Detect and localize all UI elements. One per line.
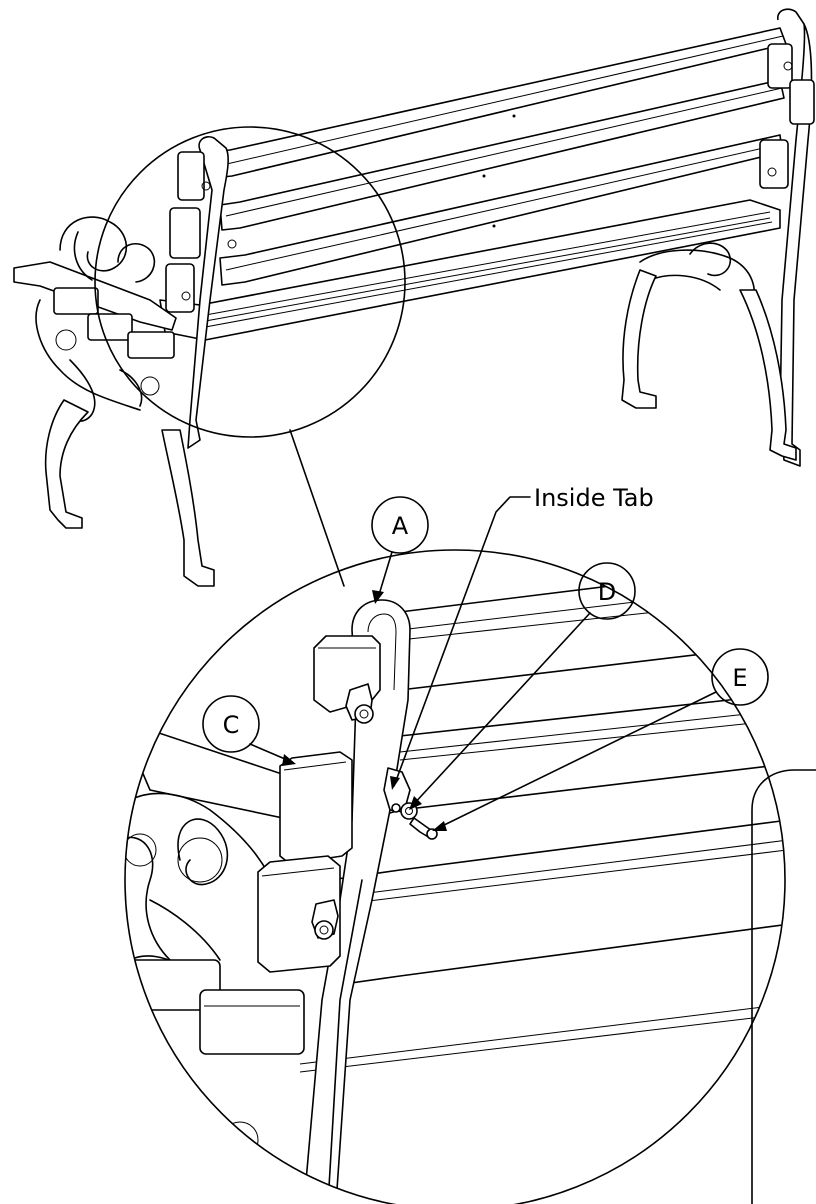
callout-a [371, 496, 429, 604]
inside-tab-label: Inside Tab [534, 484, 654, 512]
detail-enlarged-circle [124, 549, 786, 1204]
left-end-frame [13, 135, 237, 587]
callout-d [409, 562, 636, 810]
bench-overview [13, 8, 815, 587]
callout-c [202, 695, 296, 766]
detail-connector-line [289, 429, 345, 587]
callout-a-label: A [392, 512, 409, 540]
inside-tab-leader [390, 496, 531, 790]
page-frame-corner [751, 769, 816, 1204]
callout-e [432, 648, 769, 831]
callout-e-label: E [732, 664, 747, 692]
back-slats [159, 27, 787, 341]
detail-enlarged-view [125, 559, 785, 1204]
callout-c-label: C [223, 711, 240, 739]
callout-d-label: D [598, 578, 616, 606]
detail-source-circle [94, 126, 406, 438]
right-end-frame [621, 8, 815, 467]
